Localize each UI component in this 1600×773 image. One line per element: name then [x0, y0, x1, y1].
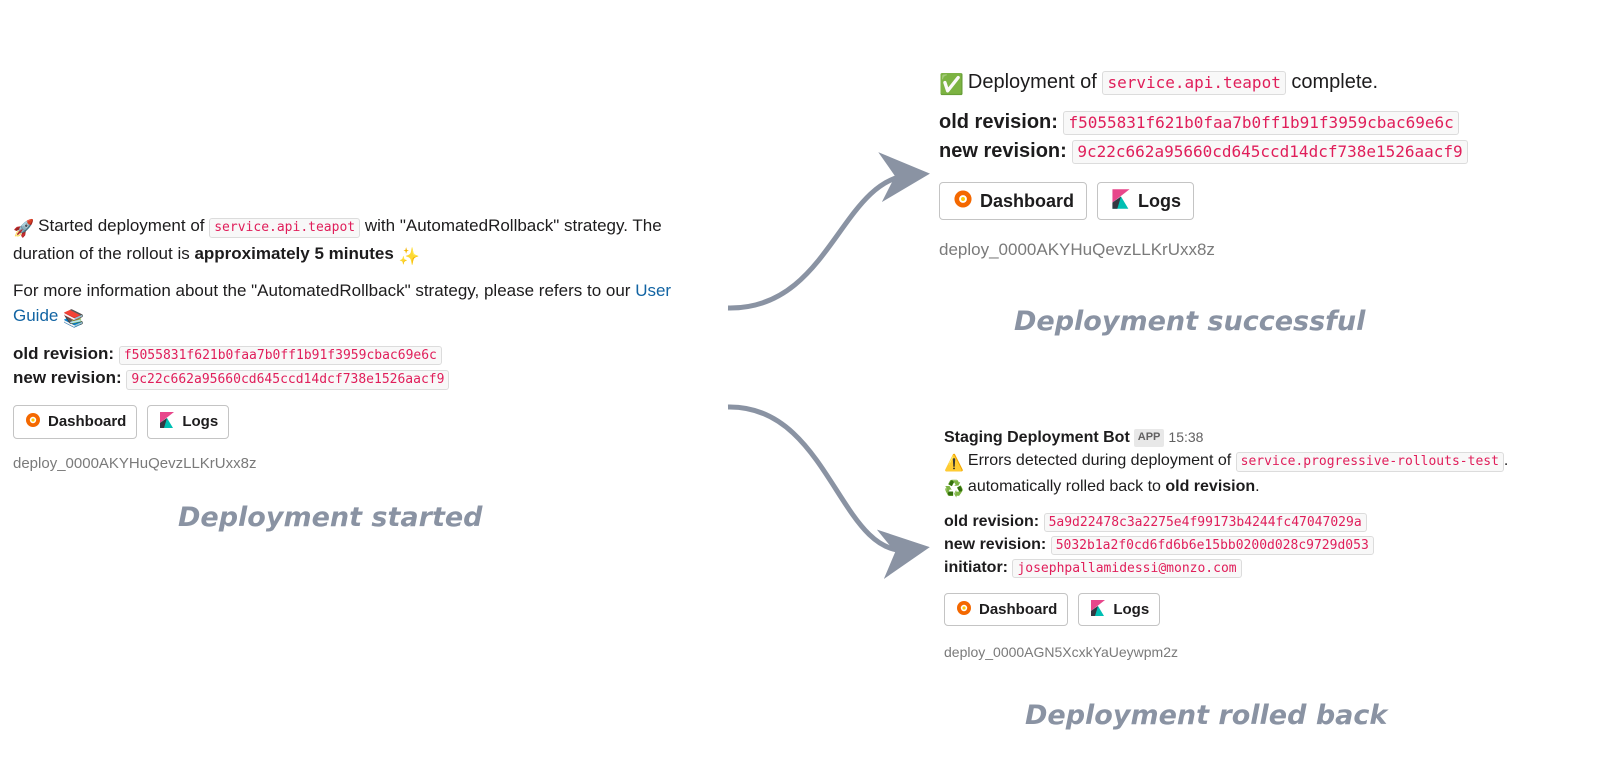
dashboard-label: Dashboard — [48, 413, 127, 431]
logs-label: Logs — [182, 413, 219, 431]
warning-icon: ⚠️ — [944, 455, 964, 473]
user-guide-link[interactable]: User — [635, 281, 672, 301]
new-revision-row: new revision: 9c22c662a95660cd645ccd14dc… — [13, 366, 723, 391]
service-code: service.api.teapot — [209, 218, 361, 238]
old-revision-label: old revision: — [944, 512, 1040, 530]
info-line-1: For more information about the "Automate… — [13, 279, 723, 304]
logs-button[interactable]: Logs — [147, 404, 230, 439]
started-text-mid: with "AutomatedRollback" strategy. The — [364, 216, 662, 235]
grafana-icon — [955, 599, 973, 621]
check-icon: ✅ — [939, 74, 964, 96]
deploy-id: deploy_0000AGN5XcxkYaUeywpm2z — [944, 644, 1178, 661]
caption-success: Deployment successful — [1014, 306, 1366, 337]
new-revision-row: new revision: 5032b1a2f0cd6fd6b6e15bb020… — [944, 533, 1584, 556]
started-line-2: duration of the rollout is approximately… — [13, 242, 723, 270]
grafana-icon — [952, 188, 974, 215]
old-revision-row: old revision: 5a9d22478c3a2275e4f99173b4… — [944, 510, 1584, 533]
rolled-back-line: ♻️automatically rolled back to old revis… — [944, 475, 1584, 501]
caption-started: Deployment started — [178, 502, 483, 533]
logs-label: Logs — [1113, 601, 1150, 619]
app-badge: APP — [1133, 429, 1165, 447]
duration-text: duration of the rollout is — [13, 243, 190, 263]
kibana-icon — [1089, 599, 1107, 621]
new-revision-value: 9c22c662a95660cd645ccd14dcf738e1526aacf9 — [126, 370, 450, 390]
new-revision-label: new revision: — [939, 140, 1067, 162]
rolled-back-suffix: . — [1255, 478, 1260, 496]
message-timestamp[interactable]: 15:38 — [1168, 429, 1204, 445]
dashboard-button[interactable]: Dashboard — [939, 182, 1088, 220]
initiator-value: josephpallamidessi@monzo.com — [1012, 558, 1242, 579]
recycle-icon: ♻️ — [944, 481, 964, 499]
action-buttons: Dashboard Logs — [944, 593, 1584, 627]
new-revision-label: new revision: — [13, 368, 122, 388]
service-code: service.progressive-rollouts-test — [1235, 452, 1504, 472]
started-text-prefix: Started deployment of — [38, 216, 205, 235]
grafana-icon — [24, 411, 42, 433]
old-revision-value: 5a9d22478c3a2275e4f99173b4244fc47047029a — [1043, 512, 1367, 533]
rolled-back-target: old revision — [1165, 478, 1256, 496]
success-text-suffix: complete. — [1291, 71, 1379, 93]
duration-value: approximately 5 minutes — [194, 243, 394, 263]
action-buttons: Dashboard Logs — [13, 404, 723, 439]
error-text: Errors detected during deployment of — [967, 452, 1232, 470]
dashboard-label: Dashboard — [979, 601, 1058, 619]
logs-label: Logs — [1138, 190, 1182, 211]
deployment-success-message: ✅Deployment of service.api.teapot comple… — [939, 68, 1579, 263]
old-revision-value: f5055831f621b0faa7b0ff1b91f3959cbac69e6c — [1063, 111, 1459, 135]
caption-rollback: Deployment rolled back — [1025, 700, 1388, 731]
logs-button[interactable]: Logs — [1097, 182, 1195, 220]
rolled-back-text: automatically rolled back to — [967, 478, 1161, 496]
new-revision-label: new revision: — [944, 535, 1047, 553]
started-line-1: 🚀Started deployment of service.api.teapo… — [13, 214, 723, 242]
new-revision-value: 5032b1a2f0cd6fd6b6e15bb0200d028c9729d053 — [1050, 535, 1374, 556]
sparkles-icon: ✨ — [398, 246, 420, 266]
initiator-row: initiator: josephpallamidessi@monzo.com — [944, 556, 1584, 579]
arrow-to-rollback — [727, 404, 930, 579]
info-text: For more information about the "Automate… — [13, 281, 631, 301]
old-revision-label: old revision: — [13, 343, 115, 363]
action-buttons: Dashboard Logs — [939, 182, 1579, 220]
rocket-icon: 🚀 — [13, 219, 35, 238]
old-revision-row: old revision: f5055831f621b0faa7b0ff1b91… — [939, 108, 1579, 137]
books-icon: 📚 — [63, 308, 85, 328]
new-revision-value: 9c22c662a95660cd645ccd14dcf738e1526aacf9 — [1072, 140, 1468, 164]
initiator-label: initiator: — [944, 558, 1008, 576]
service-code: service.api.teapot — [1102, 71, 1286, 95]
deploy-id: deploy_0000AKYHuQevzLLKrUxx8z — [13, 454, 257, 472]
kibana-icon — [1110, 188, 1132, 215]
old-revision-value: f5055831f621b0faa7b0ff1b91f3959cbac69e6c — [118, 345, 442, 366]
user-guide-link-cont[interactable]: Guide — [13, 305, 59, 325]
success-text-prefix: Deployment of — [967, 71, 1097, 93]
error-suffix: . — [1503, 452, 1509, 470]
dashboard-label: Dashboard — [980, 190, 1075, 211]
dashboard-button[interactable]: Dashboard — [944, 593, 1069, 627]
success-line: ✅Deployment of service.api.teapot comple… — [939, 68, 1579, 100]
old-revision-row: old revision: f5055831f621b0faa7b0ff1b91… — [13, 342, 723, 367]
old-revision-label: old revision: — [939, 111, 1058, 133]
dashboard-button[interactable]: Dashboard — [13, 404, 138, 439]
kibana-icon — [158, 411, 176, 433]
new-revision-row: new revision: 9c22c662a95660cd645ccd14dc… — [939, 137, 1579, 166]
info-line-2: Guide 📚 — [13, 304, 723, 332]
bot-name[interactable]: Staging Deployment Bot — [944, 429, 1130, 446]
logs-button[interactable]: Logs — [1078, 593, 1161, 627]
deployment-started-message: 🚀Started deployment of service.api.teapo… — [13, 214, 723, 475]
error-line: ⚠️Errors detected during deployment of s… — [944, 449, 1584, 475]
arrow-to-success — [727, 152, 930, 311]
deploy-id: deploy_0000AKYHuQevzLLKrUxx8z — [939, 240, 1215, 259]
